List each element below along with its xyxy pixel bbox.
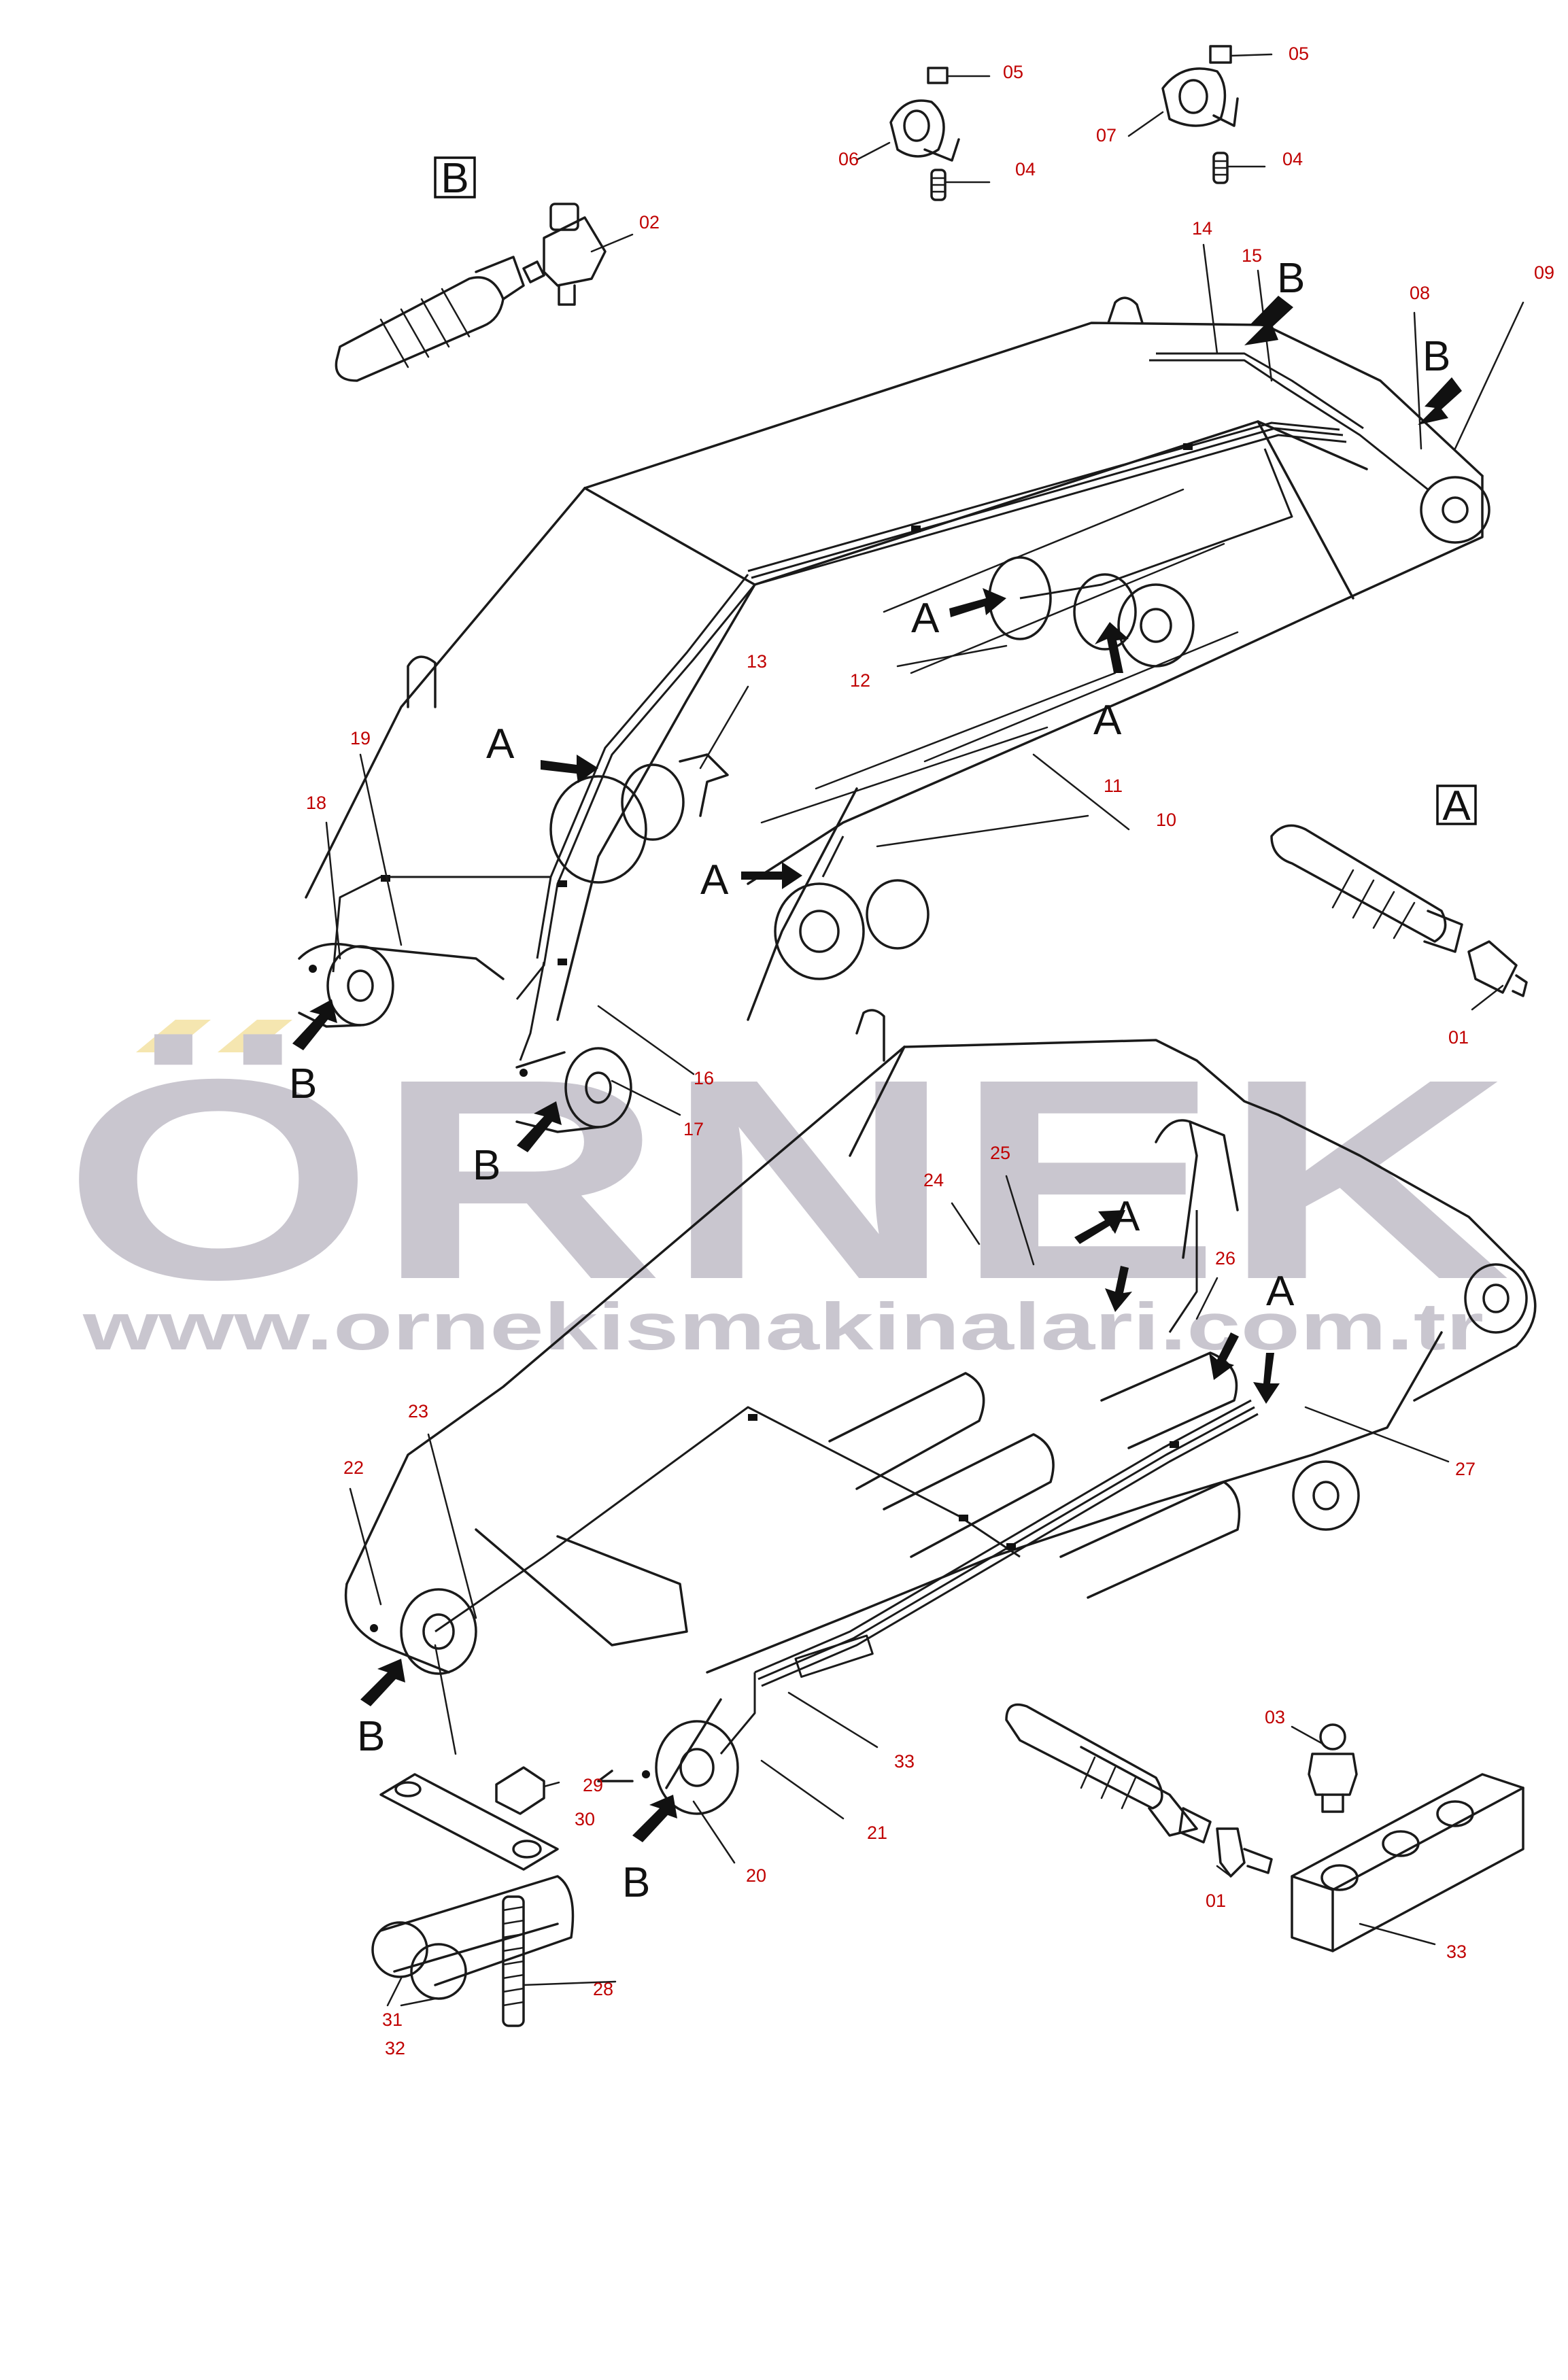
hardware-detail bbox=[371, 1644, 634, 2027]
part-label-01b: 01 bbox=[1206, 1891, 1226, 1911]
detail-a-fitting: A bbox=[1270, 782, 1528, 997]
part-label-03: 03 bbox=[1265, 1707, 1285, 1727]
arrow-a-12[interactable] bbox=[949, 588, 1006, 617]
arrow-letter-b-5: B bbox=[357, 1713, 385, 1760]
arrow-a-24[interactable] bbox=[1105, 1266, 1132, 1312]
part-label-02: 02 bbox=[639, 212, 660, 232]
part-label-33a: 33 bbox=[894, 1751, 915, 1772]
arrow-letter-b-2: B bbox=[1422, 333, 1450, 380]
part-label-30: 30 bbox=[575, 1809, 595, 1829]
part-label-31: 31 bbox=[382, 2010, 403, 2030]
arrow-letter-b-3: B bbox=[289, 1060, 317, 1107]
arrow-a-27[interactable] bbox=[1253, 1353, 1280, 1404]
arrow-b-18[interactable] bbox=[292, 999, 337, 1050]
part-label-10: 10 bbox=[1156, 810, 1176, 830]
part-label-18: 18 bbox=[306, 793, 326, 813]
part-label-22: 22 bbox=[343, 1458, 364, 1478]
callout-arrows[interactable] bbox=[292, 296, 1462, 1842]
arrow-letter-a-5: A bbox=[1112, 1193, 1140, 1240]
part-label-24: 24 bbox=[923, 1170, 944, 1190]
clamp-fittings-group bbox=[889, 45, 1239, 201]
detail-b-fitting: B bbox=[335, 155, 607, 382]
upper-boom-drawing bbox=[298, 296, 1490, 1133]
arrow-letter-a-2: A bbox=[1093, 697, 1122, 744]
arrow-letter-a-6: A bbox=[1266, 1268, 1295, 1315]
watermark-accent-right bbox=[218, 1020, 292, 1052]
part-label-17: 17 bbox=[683, 1119, 704, 1139]
arrow-letter-a-3: A bbox=[486, 721, 515, 768]
arrow-letter-b-1: B bbox=[1277, 255, 1305, 302]
arrow-b-08[interactable] bbox=[1418, 377, 1462, 425]
arrow-a-26[interactable] bbox=[1209, 1332, 1239, 1380]
part-label-14: 14 bbox=[1192, 218, 1212, 239]
leader-lines bbox=[325, 53, 1524, 2007]
part-label-21: 21 bbox=[867, 1823, 887, 1843]
grease-block-detail bbox=[1005, 1703, 1524, 1952]
arrow-b-17[interactable] bbox=[517, 1101, 562, 1152]
part-label-20: 20 bbox=[746, 1865, 766, 1886]
arrow-letter-b-4: B bbox=[473, 1142, 500, 1189]
watermark-accent-left bbox=[136, 1020, 211, 1052]
part-label-33b: 33 bbox=[1446, 1942, 1467, 1962]
arrow-letter-a-1: A bbox=[911, 595, 940, 642]
part-label-07: 07 bbox=[1096, 125, 1117, 145]
part-label-13: 13 bbox=[747, 651, 767, 672]
part-label-23: 23 bbox=[408, 1401, 428, 1421]
part-label-32: 32 bbox=[385, 2038, 405, 2058]
watermark-brand: ÖRNEK bbox=[63, 1020, 1511, 1339]
detail-b-label: B bbox=[441, 155, 468, 202]
arrow-a-13[interactable] bbox=[541, 755, 598, 783]
arrow-letter-b-6: B bbox=[622, 1859, 650, 1906]
arrow-a-10[interactable] bbox=[741, 862, 802, 889]
part-label-05a: 05 bbox=[1003, 62, 1023, 82]
part-number-labels: 05 05 06 04 07 04 02 14 15 08 09 13 12 1… bbox=[306, 44, 1554, 2058]
arrow-a-25[interactable] bbox=[1074, 1210, 1125, 1244]
arrow-b-22[interactable] bbox=[360, 1659, 405, 1706]
part-label-15: 15 bbox=[1242, 245, 1262, 266]
part-label-09: 09 bbox=[1534, 262, 1554, 283]
arrow-letter-a-4: A bbox=[700, 857, 729, 903]
arrow-b-20[interactable] bbox=[632, 1795, 677, 1842]
part-label-27: 27 bbox=[1455, 1459, 1476, 1479]
part-label-19: 19 bbox=[350, 728, 371, 748]
part-label-05b: 05 bbox=[1289, 44, 1309, 64]
detail-b-frame bbox=[434, 156, 476, 199]
detail-a-label: A bbox=[1442, 782, 1471, 829]
part-label-12: 12 bbox=[850, 670, 870, 691]
detail-a-frame bbox=[1436, 784, 1477, 825]
arm-drawing bbox=[344, 1009, 1537, 1815]
arrow-letters: B B A A A A B B A A B B bbox=[289, 255, 1450, 1906]
part-label-04b: 04 bbox=[1282, 149, 1303, 169]
arrow-a-11[interactable] bbox=[1095, 622, 1129, 673]
part-label-01a: 01 bbox=[1448, 1027, 1469, 1048]
part-label-08: 08 bbox=[1410, 283, 1430, 303]
watermark-url: www.ornekismakinalari.com.tr bbox=[82, 1289, 1484, 1364]
part-label-28: 28 bbox=[593, 1979, 613, 1999]
part-label-26: 26 bbox=[1215, 1248, 1235, 1269]
part-label-16: 16 bbox=[694, 1068, 714, 1088]
part-label-29: 29 bbox=[583, 1775, 603, 1795]
watermark: ÖRNEK www.ornekismakinalari.com.tr bbox=[63, 1020, 1511, 1364]
part-label-25: 25 bbox=[990, 1143, 1010, 1163]
arrow-b-14[interactable] bbox=[1244, 296, 1293, 345]
part-label-11: 11 bbox=[1104, 776, 1123, 796]
part-label-06: 06 bbox=[838, 149, 859, 169]
part-label-04a: 04 bbox=[1015, 159, 1036, 179]
